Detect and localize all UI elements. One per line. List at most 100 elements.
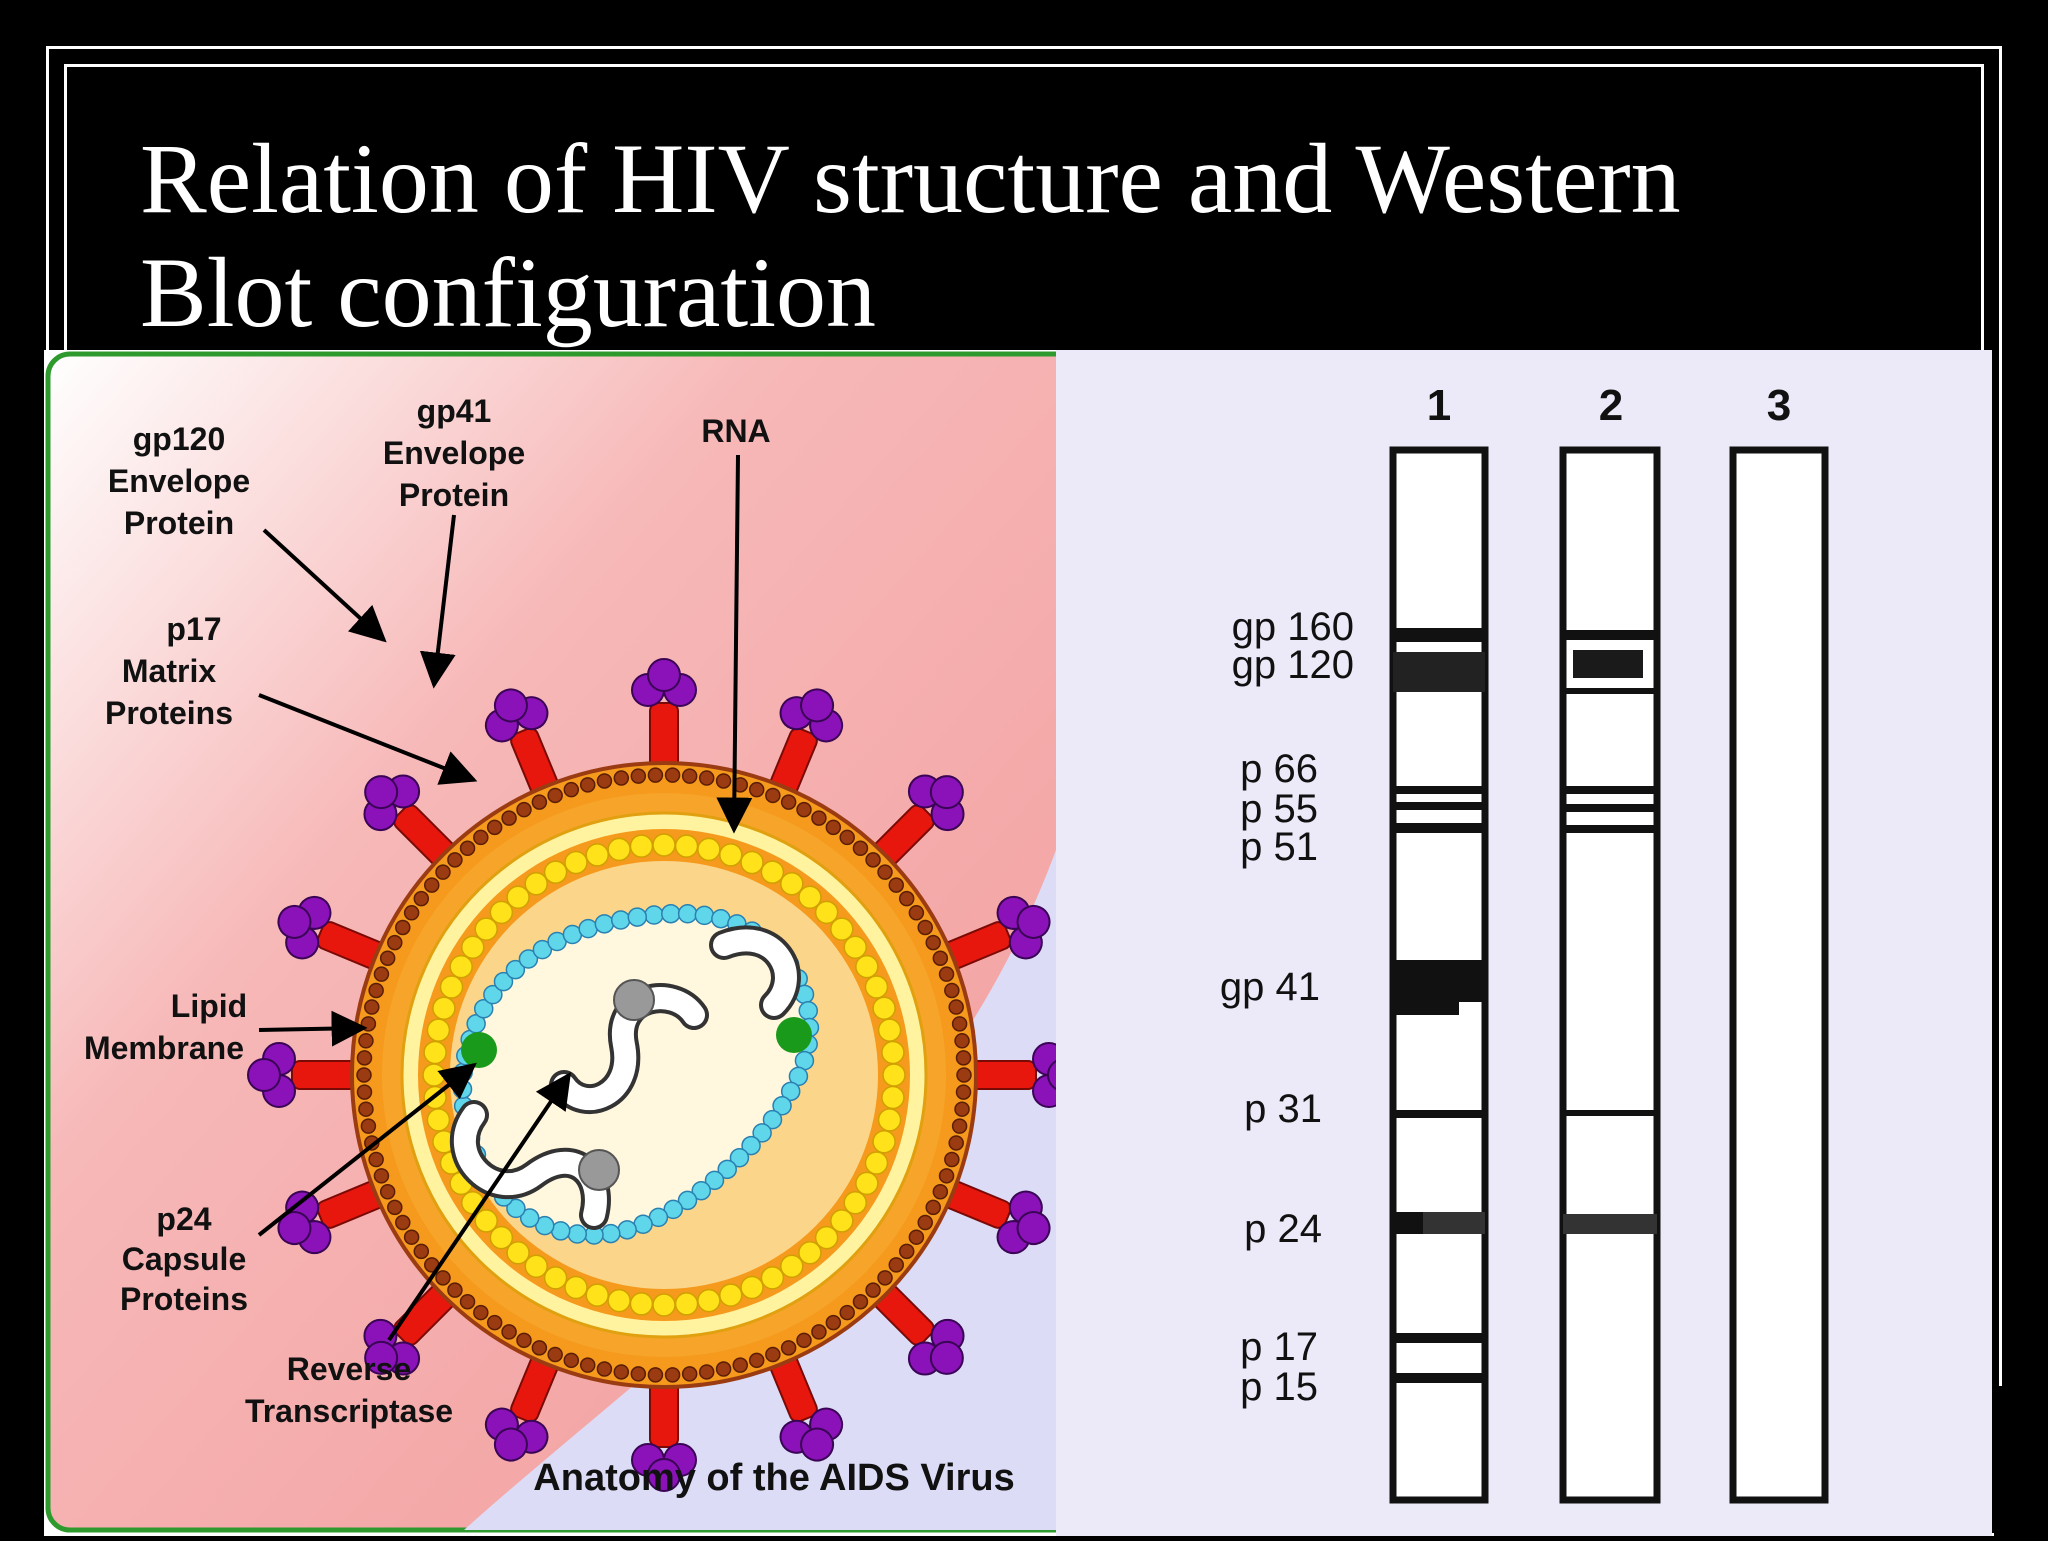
lipid-bead (364, 999, 380, 1015)
lipid-bead (486, 819, 503, 836)
lipid-bead (917, 919, 933, 936)
gp120-knob (247, 1058, 281, 1092)
lipid-bead (547, 787, 563, 804)
blot-strip-2 (1559, 446, 1661, 1504)
strip-2-bands (1563, 630, 1657, 1234)
lipid-bead (424, 877, 440, 893)
matrix-bead (760, 1266, 785, 1290)
capsid-bead (694, 905, 715, 926)
spike (277, 895, 389, 971)
gp120-knob (929, 775, 964, 810)
band-label-p15: p 15 (1240, 1365, 1318, 1409)
lipid-bead (613, 770, 630, 786)
lipid-bead (839, 829, 855, 846)
western-blot-panel: 1 2 3 (1056, 350, 1992, 1536)
matrix-bead (564, 1275, 588, 1300)
band-label-p55: p 55 (1240, 787, 1318, 831)
capsid-bead (752, 1123, 772, 1143)
capsid-bead (519, 1208, 540, 1228)
band-p66 (1563, 786, 1657, 794)
matrix-bead (814, 900, 839, 925)
rt-label-line1: Reverse (287, 1351, 412, 1387)
reverse-transcriptase-dot (613, 979, 655, 1021)
strip-labels: 1 2 3 (1427, 381, 1791, 430)
lipid-bead (579, 777, 596, 793)
matrix-bead (423, 1040, 447, 1065)
band-p55 (1393, 802, 1485, 810)
lipid-bead (435, 864, 451, 880)
lipid-bead (932, 950, 949, 966)
lipid-bead (877, 1270, 893, 1286)
matrix-bead (585, 843, 609, 867)
band-gp160 (1563, 630, 1657, 640)
band-p24-dark (1393, 1212, 1423, 1234)
capsid-bead (518, 949, 539, 969)
spike (363, 774, 459, 870)
lipid-bead (435, 1270, 451, 1286)
lipid-bead (865, 852, 881, 868)
lipid-bead (951, 1016, 968, 1032)
capsid-bead (644, 905, 664, 925)
capsid-bead (567, 1224, 587, 1244)
matrix-bead (607, 1288, 631, 1313)
lipid-bead (647, 767, 664, 783)
capsid-bead (617, 1220, 637, 1240)
matrix-bead (674, 1292, 699, 1316)
lipid-bead (501, 810, 517, 826)
gp120-knob (493, 688, 528, 723)
lipid-bead (938, 966, 955, 982)
spike (631, 1376, 697, 1492)
band-label-gp120: gp 120 (1232, 643, 1354, 687)
matrix-bead (607, 837, 631, 862)
band-label-p17: p 17 (1240, 1325, 1318, 1369)
lipid-bead (596, 1361, 613, 1377)
blot-strip-3 (1729, 446, 1829, 1504)
matrix-bead (422, 1063, 446, 1087)
lipid-bead (563, 781, 580, 798)
lipid-bead (356, 1084, 373, 1100)
band-p15 (1393, 1373, 1485, 1383)
matrix-bead (629, 834, 654, 858)
gp41-label-line1: gp41 (417, 393, 492, 429)
matrix-bead (426, 1018, 451, 1042)
strip-1-bands (1393, 628, 1485, 1383)
spike (631, 658, 697, 774)
lipid-bead (715, 1361, 732, 1377)
spike (768, 1350, 844, 1462)
band-gp160 (1393, 628, 1485, 642)
capsid-bead (780, 1081, 801, 1102)
lipid-bead (358, 1033, 374, 1049)
p24-label-line1: p24 (156, 1201, 211, 1237)
capsid-bead (452, 1079, 473, 1099)
band-p17 (1393, 1333, 1485, 1343)
band-p31 (1563, 1110, 1657, 1116)
lipid-bead (877, 864, 893, 880)
capsid-bead (483, 984, 503, 1005)
matrix-bead (506, 885, 530, 909)
gp120-knob (647, 658, 681, 692)
slide-title-line-1: Relation of HIV structure and Western (140, 123, 1681, 234)
lipid-bead (951, 1118, 968, 1134)
gp120-knob (277, 904, 312, 939)
matrix-bead (524, 872, 548, 896)
capsid-bead (506, 1198, 526, 1219)
lipid-bead (925, 934, 941, 951)
lipid-bead (732, 1357, 749, 1373)
lipid-bead (358, 1101, 374, 1117)
lipid-bead (852, 840, 869, 857)
band-labels: gp 160 gp 120 p 66 p 55 p 51 gp 41 p 31 … (1220, 605, 1354, 1409)
virion (247, 658, 1081, 1492)
band-gp120-edge (1563, 688, 1657, 694)
lipid-bead (379, 1184, 396, 1200)
label-arrows (257, 454, 753, 1342)
matrix-bead (877, 1018, 902, 1042)
matrix-bead (855, 954, 879, 979)
lipid-bead (948, 999, 964, 1015)
western-blot-svg: 1 2 3 (1220, 381, 1829, 1504)
lipid-bead (473, 829, 489, 846)
matrix-bead (697, 1288, 721, 1313)
spike (247, 1042, 363, 1108)
integrase-dot (461, 1032, 497, 1068)
capsid-bead (762, 1109, 783, 1130)
matrix-bead (882, 1063, 906, 1087)
